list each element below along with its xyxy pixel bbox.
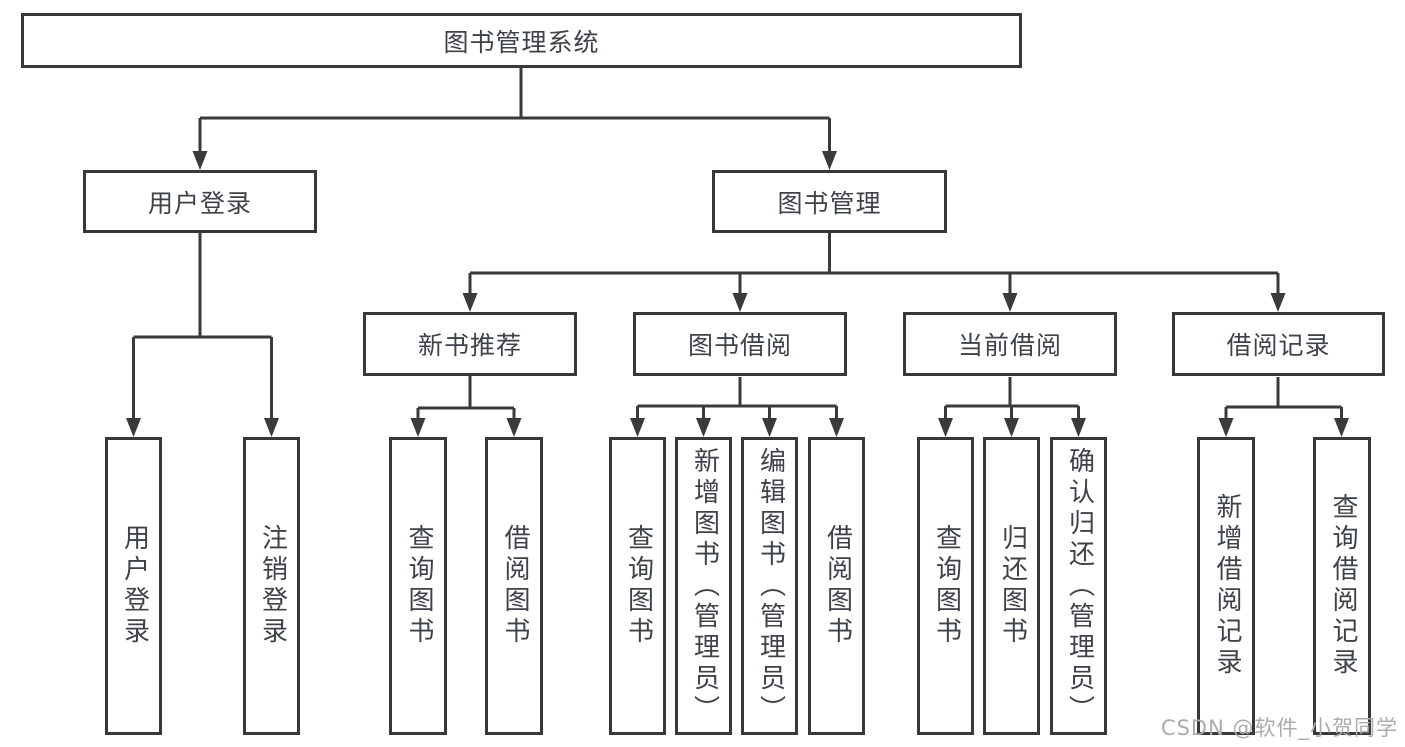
leaf-records-add-borrow-record-label: 新增借阅记录 xyxy=(1211,493,1242,679)
node-library-management-system: 图书管理系统 xyxy=(21,13,1022,68)
leaf-borrow-edit-book-admin-label: 编辑图书（管理员） xyxy=(755,446,786,726)
node-borrow-records: 借阅记录 xyxy=(1172,312,1385,376)
leaf-current-return-books-label: 归还图书 xyxy=(997,524,1028,648)
leaf-rec-borrow-books-label: 借阅图书 xyxy=(499,524,530,648)
leaf-rec-query-books: 查询图书 xyxy=(389,437,447,735)
leaf-borrow-borrow-books: 借阅图书 xyxy=(808,437,865,735)
leaf-borrow-edit-book-admin: 编辑图书（管理员） xyxy=(741,437,798,735)
leaf-current-query-books-label: 查询图书 xyxy=(931,524,962,648)
leaf-records-add-borrow-record: 新增借阅记录 xyxy=(1197,437,1255,735)
leaf-user-login-label: 用户登录 xyxy=(119,524,150,648)
leaf-records-query-borrow-record-label: 查询借阅记录 xyxy=(1327,493,1358,679)
leaf-borrow-borrow-books-label: 借阅图书 xyxy=(822,524,853,648)
leaf-logout: 注销登录 xyxy=(243,437,300,735)
leaf-borrow-add-book-admin: 新增图书（管理员） xyxy=(675,437,732,735)
leaf-rec-borrow-books: 借阅图书 xyxy=(485,437,543,735)
node-current-borrowing: 当前借阅 xyxy=(903,312,1117,376)
leaf-current-query-books: 查询图书 xyxy=(917,437,974,735)
leaf-user-login: 用户登录 xyxy=(105,437,162,735)
node-new-book-recommend: 新书推荐 xyxy=(363,312,577,376)
node-book-management: 图书管理 xyxy=(712,170,947,233)
leaf-rec-query-books-label: 查询图书 xyxy=(403,524,434,648)
csdn-watermark: CSDN @软件_小贺同学 xyxy=(1160,716,1398,740)
node-book-borrowing: 图书借阅 xyxy=(633,312,847,376)
leaf-records-query-borrow-record: 查询借阅记录 xyxy=(1313,437,1371,735)
leaf-borrow-add-book-admin-label: 新增图书（管理员） xyxy=(689,446,720,726)
node-user-login: 用户登录 xyxy=(83,170,317,233)
leaf-borrow-query-books: 查询图书 xyxy=(609,437,666,735)
leaf-current-confirm-return-admin: 确认归还（管理员） xyxy=(1050,437,1107,735)
leaf-current-confirm-return-admin-label: 确认归还（管理员） xyxy=(1064,446,1095,726)
leaf-borrow-query-books-label: 查询图书 xyxy=(623,524,654,648)
leaf-current-return-books: 归还图书 xyxy=(983,437,1040,735)
leaf-logout-label: 注销登录 xyxy=(257,524,288,648)
